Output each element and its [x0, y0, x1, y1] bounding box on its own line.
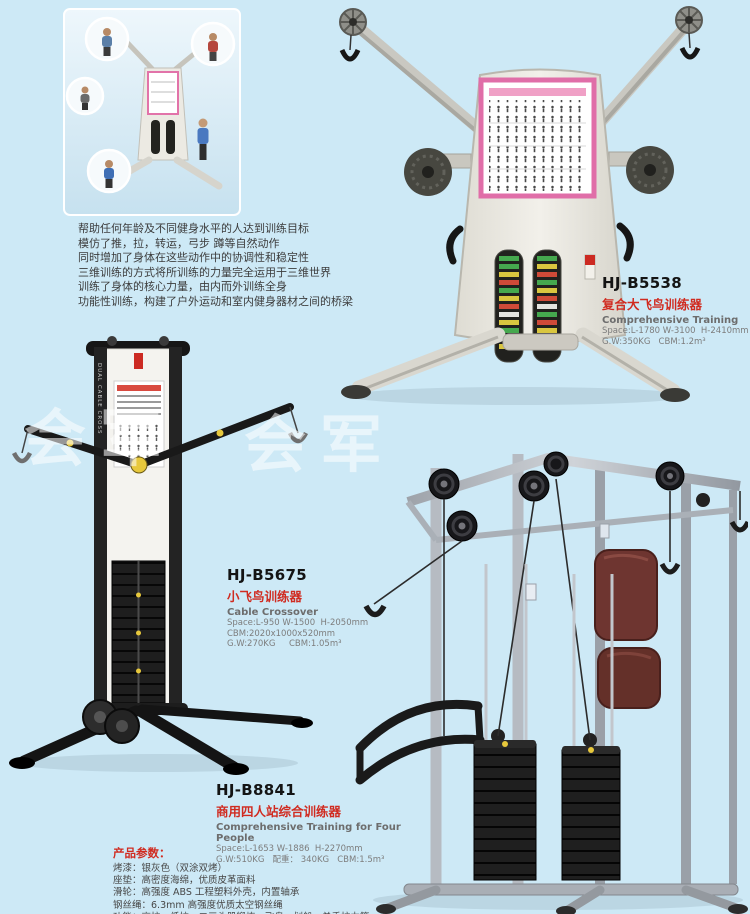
- product-name-cn: 小飞鸟训练器: [227, 589, 303, 604]
- adjustment-disc-left: [404, 148, 472, 196]
- parameter-line: 滑轮：高强度 ABS 工程塑料外壳，内置轴承: [113, 887, 300, 899]
- hj-b8841-illustration: [355, 451, 750, 914]
- cross-beam: [435, 507, 734, 543]
- arm-accent: [216, 429, 224, 437]
- product-model: HJ-B8841: [216, 781, 296, 799]
- handle-grip-icon: [363, 604, 387, 618]
- warning-sticker: [584, 254, 596, 280]
- spec-line: Space:L-1653 W-1886 H-2270mm: [216, 844, 363, 854]
- pulley-wheel-left-icon: [339, 8, 367, 62]
- parameter-line: 功能：高拉、低拉、二三头肌锻炼、飞鸟、划船、单手拉力等: [113, 912, 370, 914]
- product-info-hj-b8841: HJ-B8841 商用四人站综合训练器 Comprehensive Traini…: [216, 781, 441, 865]
- instruction-sticker: [599, 523, 610, 539]
- parameter-line: 座垫：高密度海绵，优质皮革面料: [113, 875, 256, 887]
- product-name-en: Cable Crossover: [227, 607, 319, 618]
- machine-photo-hj-b8841: [348, 444, 750, 914]
- product-name-cn: 商用四人站综合训练器: [216, 804, 342, 819]
- rubber-disc-hub: [94, 711, 106, 723]
- weight-stack: [111, 560, 166, 704]
- cable-arm-right: [135, 403, 294, 469]
- exercise-chart-poster: [478, 77, 597, 199]
- spec-line: G.W:270KG CBM:1.05m³: [227, 639, 342, 649]
- handle-grip-icon: [729, 520, 750, 533]
- machine-photo-hj-b5675: DUAL CABLE CROSS: [8, 333, 318, 775]
- inset-user-photo-circles: [65, 16, 236, 194]
- top-pulley-icon: [159, 336, 169, 346]
- product-model: HJ-B5675: [227, 566, 307, 584]
- product-name-cn: 复合大飞鸟训练器: [602, 297, 703, 312]
- arm-accent: [66, 439, 74, 447]
- base-frame: [376, 883, 748, 914]
- hj-b5538-illustration: [339, 6, 703, 405]
- machine-photo-hj-b5538: [323, 4, 705, 406]
- intro-line: 帮助任何年龄及不同健身水平的人达到训练目标: [78, 222, 309, 235]
- rubber-disc-hub: [116, 720, 128, 732]
- cables: [373, 478, 741, 741]
- weight-stack-2: [561, 746, 621, 881]
- side-handle-left: [446, 225, 464, 265]
- weight-stack-1: [473, 740, 537, 881]
- inset-standing-person: [197, 118, 209, 160]
- spec-line: Space:L-1780 W-3100 H-2410mm: [602, 326, 749, 336]
- cross-beam: [405, 500, 439, 542]
- base-leg: [134, 705, 240, 773]
- base-legs: [341, 327, 690, 402]
- pulley-wheel-right-icon: [675, 6, 703, 60]
- spec-line: CBM:2020x1000x520mm: [227, 628, 336, 639]
- inset-photo-illustration: [63, 8, 241, 216]
- adjustment-disc-right: [608, 146, 674, 194]
- floor-shadow: [348, 387, 688, 405]
- product-parameters: 产品参数： 烤漆：银灰色（双涂双烤） 座垫：高密度海绵，优质皮革面料 滑轮：高强…: [113, 845, 370, 914]
- cable: [21, 428, 29, 454]
- right-column: [169, 347, 182, 709]
- base-leg: [137, 704, 305, 726]
- foot-pad: [9, 757, 35, 769]
- foot-pad: [291, 718, 313, 728]
- intro-description: 帮助任何年龄及不同健身水平的人达到训练目标 模仿了推，拉，转运，弓步 蹲等自然动…: [78, 222, 408, 310]
- handle-grip-icon: [11, 451, 33, 464]
- hj-b5675-illustration: DUAL CABLE CROSS: [9, 336, 313, 775]
- red-tag: [134, 353, 143, 369]
- parameters-title: 产品参数：: [113, 846, 171, 860]
- cable: [289, 406, 299, 434]
- spec-line: Space:L-950 W-1500 H-2050mm: [227, 618, 369, 628]
- handle-grip-icon: [679, 46, 701, 60]
- guide-rods: [484, 564, 614, 750]
- parameter-line: 钢丝绳：6.3mm 高强度优质太空钢丝绳: [113, 899, 283, 911]
- intro-line: 三维训练的方式将所训练的力量完全运用于三维世界: [78, 265, 331, 279]
- intro-line: 训练了身体的核心力量，由内而外训练全身: [78, 280, 287, 294]
- parameter-line: 烤漆：银灰色（双涂双烤）: [113, 863, 228, 874]
- product-name-en: Comprehensive Training for Four People: [216, 822, 401, 844]
- foot-pad: [223, 763, 249, 775]
- product-name-en: Comprehensive Training: [602, 315, 739, 326]
- spec-line: G.W:510KG 配重： 340KG CBM:1.5m³: [216, 854, 385, 865]
- product-info-hj-b5538: HJ-B5538 复合大飞鸟训练器 Comprehensive Training…: [602, 274, 750, 347]
- instruction-sticker: [525, 583, 537, 601]
- floor-shadow: [18, 754, 298, 772]
- side-handle-right: [616, 222, 634, 262]
- top-pulley-icon: [107, 336, 117, 346]
- product-info-hj-b5675: HJ-B5675 小飞鸟训练器 Cable Crossover Space:L-…: [227, 566, 407, 650]
- arm-pivot-knob: [130, 456, 148, 474]
- intro-line: 同时增加了身体在这些动作中的协调性和稳定性: [78, 251, 309, 265]
- spec-line: G.W:350KG CBM:1.2m³: [602, 336, 706, 347]
- cable-arm-left: [24, 425, 143, 469]
- handle-grip-icon: [287, 431, 309, 444]
- inset-lifestyle-photo: [63, 8, 241, 216]
- handle-grip-icon: [339, 48, 361, 62]
- intro-line: 功能性训练，构建了户外运动和室内健身器材之间的桥梁: [78, 294, 353, 308]
- left-column: [94, 347, 107, 709]
- pulley-cluster: [428, 451, 710, 747]
- product-model: HJ-B5538: [602, 274, 682, 292]
- press-arms: [355, 699, 485, 785]
- column-brand-label: DUAL CABLE CROSS: [96, 363, 102, 434]
- intro-line: 模仿了推，拉，转运，弓步 蹲等自然动作: [78, 236, 280, 250]
- handle-grip-icon: [659, 562, 681, 575]
- back-pads: [594, 549, 661, 709]
